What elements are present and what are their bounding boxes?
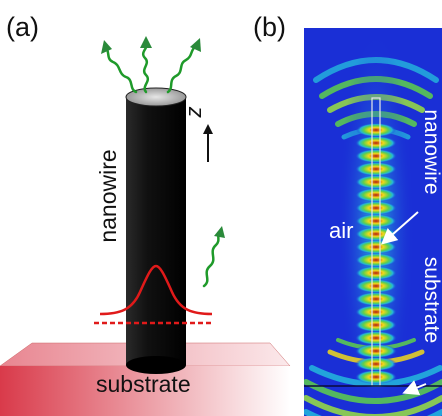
- panel-b: (b): [253, 12, 442, 416]
- z-axis-arrow: [203, 124, 213, 162]
- nanowire-pointer-arrow: [381, 211, 419, 245]
- substrate-label: substrate: [96, 371, 191, 397]
- substrate-label-b: substrate: [420, 257, 442, 343]
- nanowire-label-b: nanowire: [420, 109, 442, 194]
- emitted-photons-top: [104, 41, 198, 94]
- nanowire-label-a: nanowire: [95, 149, 121, 242]
- nanowire-cylinder: [125, 87, 187, 374]
- panel-a-label: (a): [6, 12, 39, 42]
- substrate-pointer-arrow: [402, 380, 427, 395]
- emitted-photons-top-heads: [101, 36, 201, 54]
- panel-a: (a) substrate nanowire z: [0, 12, 291, 416]
- field-lobes: [355, 123, 397, 384]
- z-axis-label: z: [181, 107, 206, 119]
- mode-profile: [94, 264, 214, 325]
- side-photon: [202, 226, 225, 288]
- panel-b-label: (b): [253, 12, 286, 42]
- air-label: air: [329, 218, 353, 243]
- field-map: [304, 28, 442, 416]
